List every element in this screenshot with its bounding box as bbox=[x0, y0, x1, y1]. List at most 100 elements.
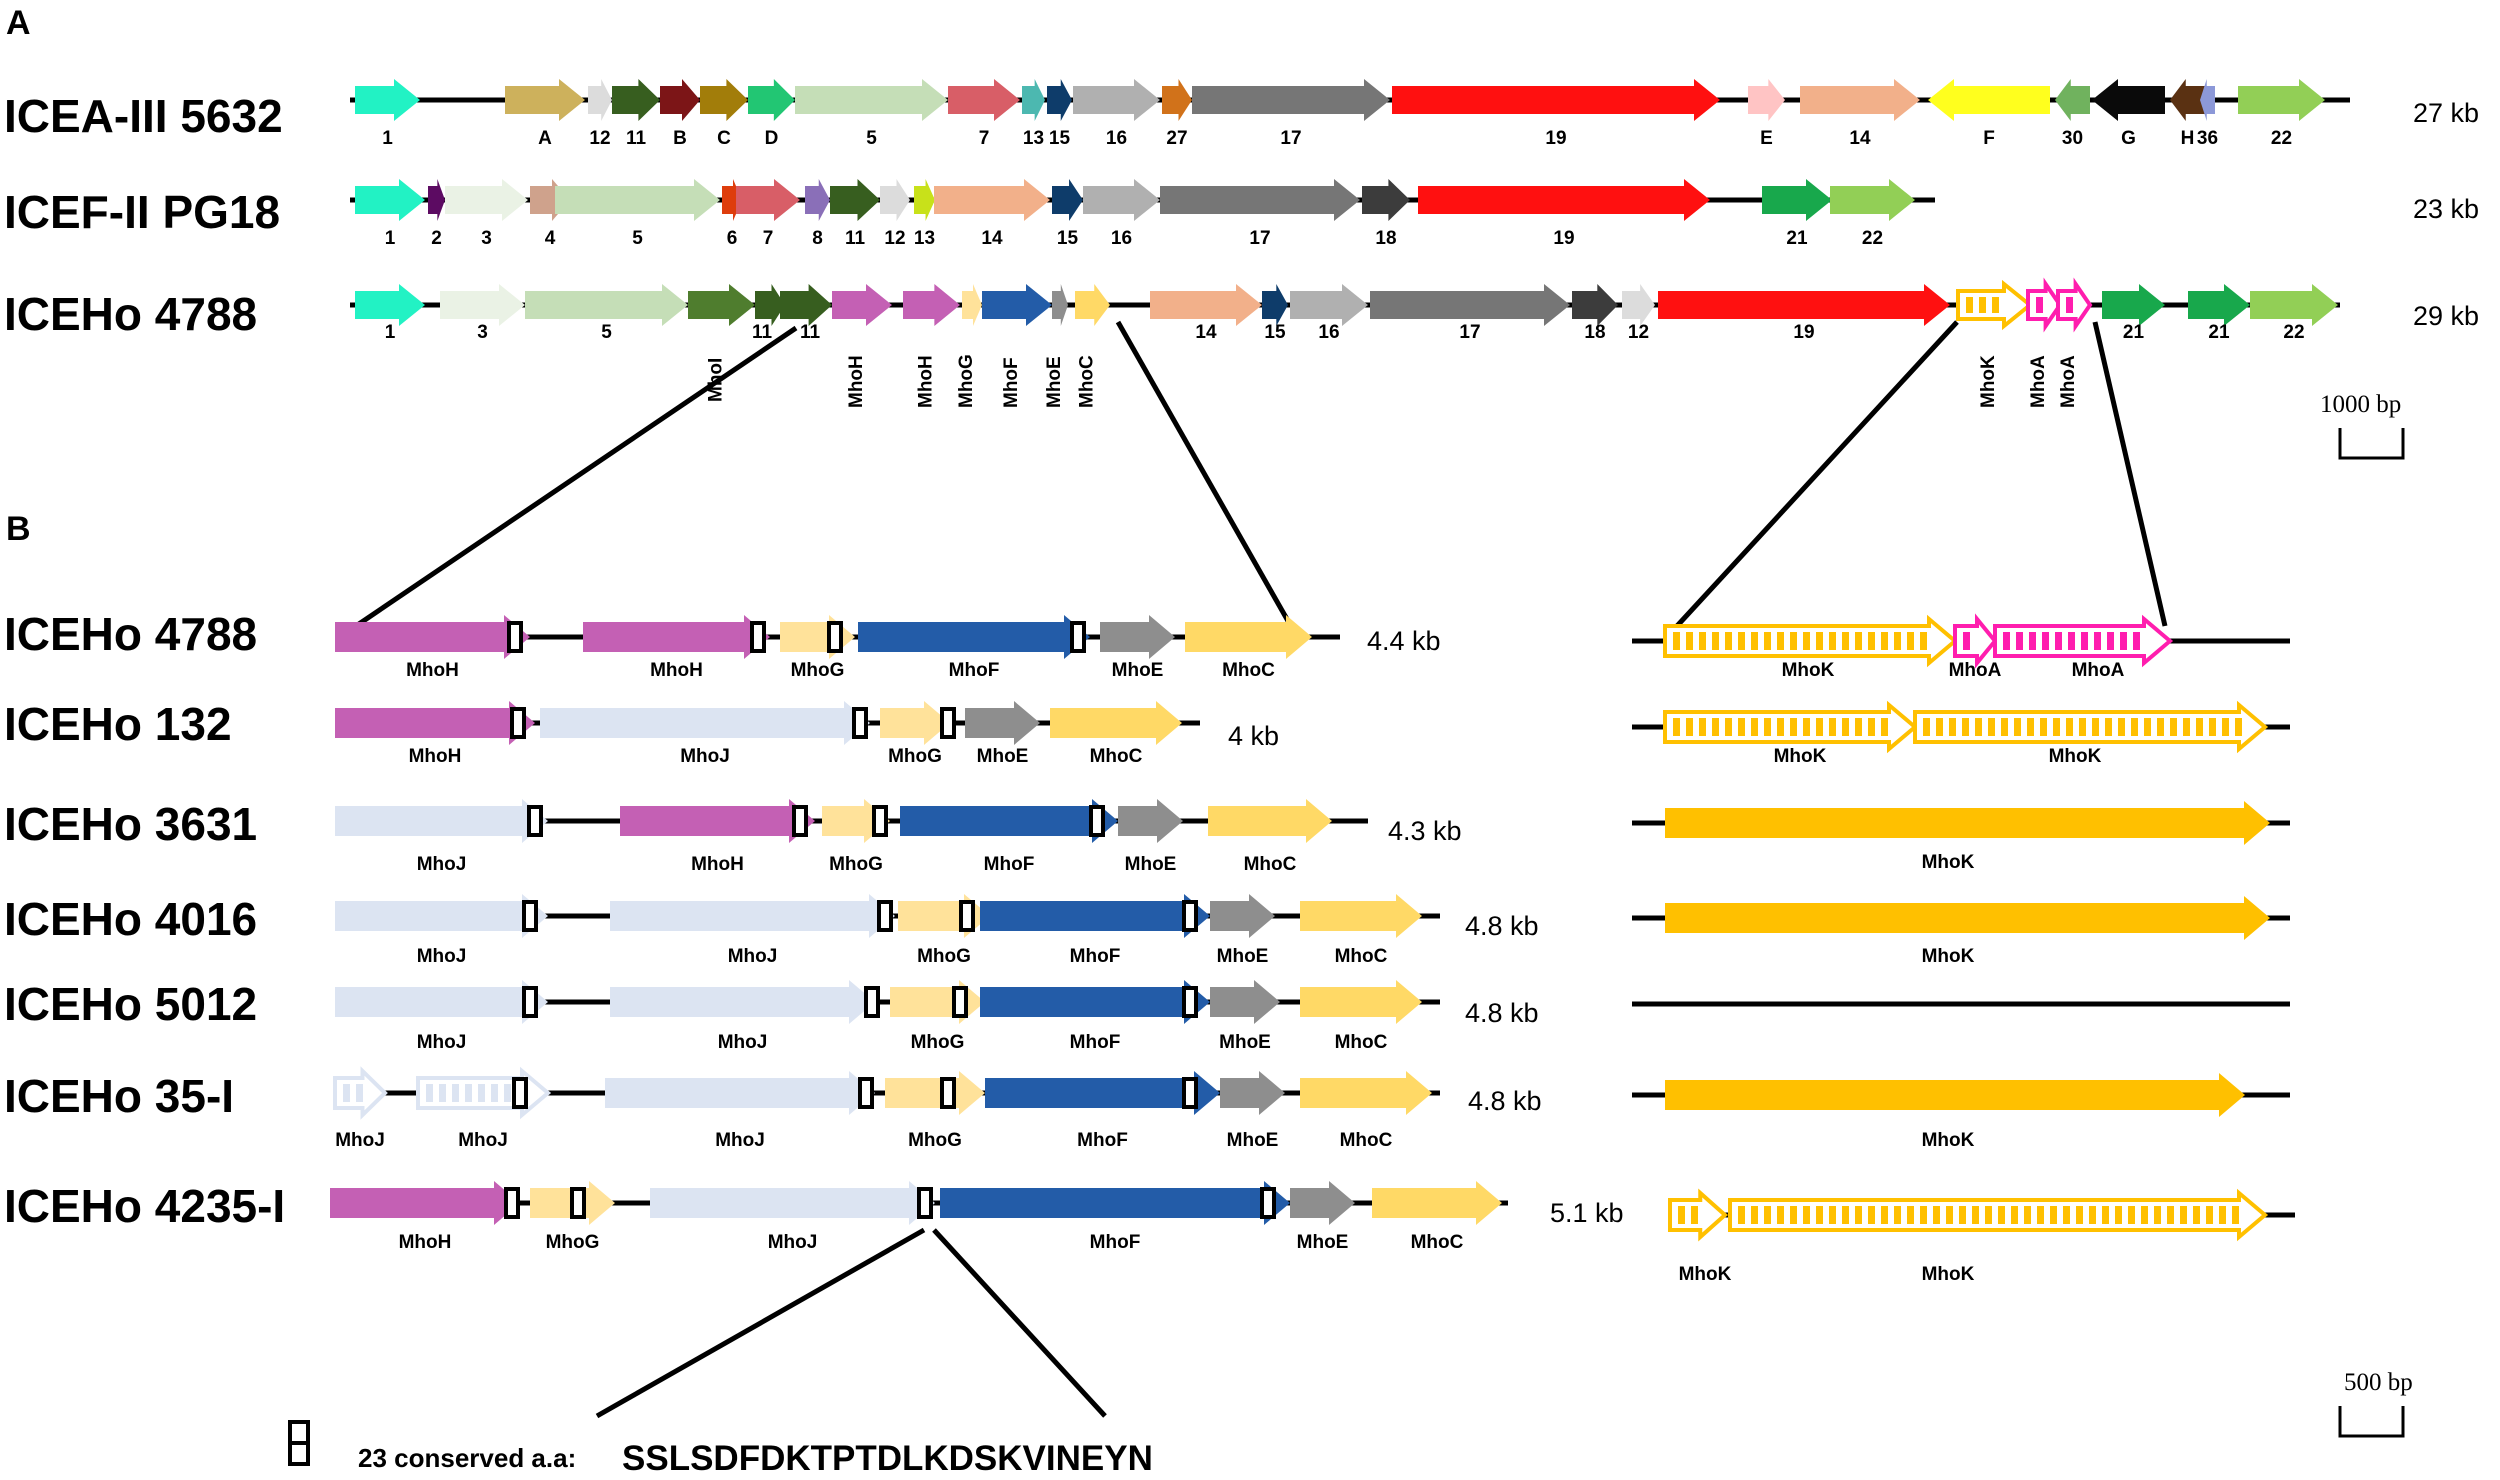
conserved-motif-marker bbox=[1182, 986, 1198, 1018]
gene-label: 5 bbox=[632, 228, 643, 249]
gene-arrow: MhoH bbox=[583, 615, 770, 681]
gene-arrow: MhoE bbox=[1210, 980, 1280, 1053]
gene-arrow: 5 bbox=[795, 79, 948, 149]
conserved-motif-marker bbox=[1089, 805, 1105, 837]
gene-label: MhoK bbox=[1922, 946, 1975, 967]
gene-arrow: 11 bbox=[752, 284, 785, 343]
gene-label: 17 bbox=[1249, 228, 1270, 249]
gene-label: MhoH bbox=[399, 1232, 452, 1253]
gene-label: MhoA bbox=[2028, 355, 2049, 408]
gene-label: MhoA bbox=[1949, 660, 2002, 681]
gene-arrow: 36 bbox=[2197, 79, 2218, 149]
gene-label: 22 bbox=[2283, 322, 2304, 343]
gene-arrow: 18 bbox=[1572, 284, 1618, 343]
track-name: ICEHo 4016 bbox=[4, 893, 257, 945]
gene-arrow: 2 bbox=[428, 179, 445, 249]
gene-label: MhoC bbox=[1244, 854, 1297, 875]
gene-arrow: MhoC bbox=[1185, 615, 1312, 681]
gene-label: 21 bbox=[1786, 228, 1808, 249]
gene-arrow: 12 bbox=[588, 79, 612, 149]
gene-label: MhoK bbox=[2049, 746, 2102, 767]
gene-label: MhoE bbox=[977, 746, 1029, 767]
gene-label: 22 bbox=[1862, 228, 1883, 249]
gene-arrow: 3 bbox=[445, 179, 528, 249]
gene-arrow: MhoG bbox=[852, 701, 956, 767]
gene-arrow: 13 bbox=[914, 179, 935, 249]
gene-label: MhoH bbox=[406, 660, 459, 681]
gene-arrow: 14 bbox=[1800, 79, 1920, 149]
gene-arrow: 5 bbox=[525, 284, 688, 343]
gene-label: MhoJ bbox=[718, 1032, 768, 1053]
gene-label: E bbox=[1760, 128, 1773, 149]
gene-label: 16 bbox=[1318, 322, 1339, 343]
gene-label: MhoE bbox=[1297, 1232, 1349, 1253]
track-name: ICEA-III 5632 bbox=[4, 90, 283, 142]
gene-label: 15 bbox=[1264, 322, 1286, 343]
gene-arrow: MhoK bbox=[1668, 1188, 1732, 1285]
gene-label: 1 bbox=[382, 128, 393, 149]
gene-arrow: MhoJ bbox=[335, 799, 548, 875]
gene-arrow: MhoF bbox=[858, 615, 1090, 681]
gene-label: MhoF bbox=[1090, 1232, 1141, 1253]
gene-arrow: MhoG bbox=[956, 284, 982, 408]
conserved-motif-marker bbox=[940, 1077, 956, 1109]
gene-arrow: MhoG bbox=[885, 1071, 985, 1151]
gene-arrow: MhoF bbox=[980, 980, 1210, 1053]
gene-arrow: MhoK bbox=[1956, 279, 2034, 408]
gene-arrow: MhoK bbox=[1913, 700, 2269, 767]
conserved-motif-marker bbox=[1070, 621, 1086, 653]
motif-sequence: SSLSDFDKTPTDLKDSKVINEYN bbox=[622, 1439, 1153, 1478]
gene-arrow: MhoA bbox=[1949, 613, 2002, 681]
gene-arrow: 16 bbox=[1290, 284, 1368, 343]
gene-label: MhoG bbox=[791, 660, 845, 681]
gene-label: 16 bbox=[1111, 228, 1132, 249]
gene-arrow: 7 bbox=[736, 179, 800, 249]
gene-label: 8 bbox=[812, 228, 823, 249]
gene-arrow: MhoJ bbox=[610, 980, 880, 1053]
gene-arrow: 22 bbox=[2250, 284, 2338, 343]
gene-arrow: MhoK bbox=[1728, 1188, 2269, 1285]
motif-legend-icon bbox=[288, 1420, 310, 1466]
gene-label: MhoC bbox=[1411, 1232, 1464, 1253]
gene-label: MhoJ bbox=[680, 746, 730, 767]
gene-arrow: MhoH bbox=[335, 701, 535, 767]
conserved-motif-marker bbox=[852, 707, 868, 739]
gene-arrow: G bbox=[2092, 79, 2165, 149]
gene-label: MhoG bbox=[917, 946, 971, 967]
gene-arrow: 5 bbox=[555, 179, 720, 249]
gene-arrow: 18 bbox=[1362, 179, 1410, 249]
gene-arrow: MhoC bbox=[1300, 1071, 1432, 1151]
conserved-motif-marker bbox=[827, 621, 843, 653]
gene-arrow: 16 bbox=[1073, 79, 1160, 149]
gene-arrow: MhoJ bbox=[335, 980, 548, 1053]
gene-arrow: MhoJ bbox=[610, 894, 895, 967]
conserved-motif-marker bbox=[504, 1187, 520, 1219]
gene-arrow: 21 bbox=[2188, 284, 2250, 343]
conserved-motif-marker bbox=[872, 805, 888, 837]
conserved-motif-marker bbox=[1182, 1077, 1198, 1109]
gene-label: MhoH bbox=[916, 355, 937, 408]
gene-arrow: MhoE bbox=[1290, 1181, 1355, 1253]
gene-arrow: MhoA bbox=[2056, 277, 2093, 408]
gene-label: 12 bbox=[884, 228, 905, 249]
gene-arrow: MhoH bbox=[620, 799, 815, 875]
conserved-motif-marker bbox=[527, 805, 543, 837]
gene-label: 19 bbox=[1553, 228, 1574, 249]
conserved-motif-marker bbox=[1182, 900, 1198, 932]
gene-arrow: MhoA bbox=[2026, 277, 2063, 408]
gene-label: MhoC bbox=[1222, 660, 1275, 681]
gene-label: MhoF bbox=[1077, 1130, 1128, 1151]
gene-label: 12 bbox=[589, 128, 610, 149]
connector-line bbox=[595, 1227, 926, 1419]
gene-arrow: 15 bbox=[1262, 284, 1288, 343]
gene-arrow: MhoK bbox=[1665, 896, 2270, 967]
gene-label: MhoE bbox=[1044, 356, 1065, 408]
gene-arrow: 15 bbox=[1052, 179, 1083, 249]
conserved-motif-marker bbox=[877, 900, 893, 932]
gene-label: MhoK bbox=[1922, 1264, 1975, 1285]
gene-arrow: MhoE bbox=[965, 701, 1040, 767]
gene-label: MhoC bbox=[1090, 746, 1143, 767]
gene-arrow: 1 bbox=[355, 284, 425, 343]
gene-arrow: MhoA bbox=[1993, 614, 2174, 681]
